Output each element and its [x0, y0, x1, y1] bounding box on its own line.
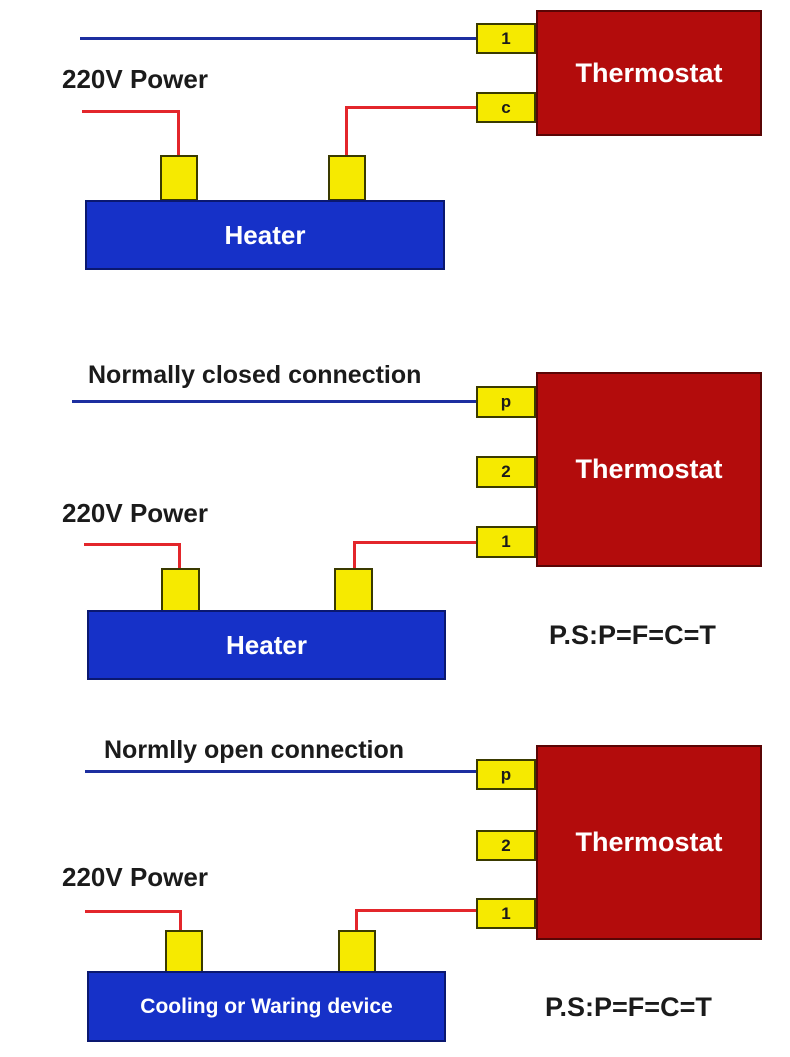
terminal: 2	[476, 830, 536, 861]
terminal: 1	[476, 23, 536, 54]
live-wire	[84, 543, 181, 546]
heater-box: Heater	[87, 610, 446, 680]
diagram-title: Normlly open connection	[104, 736, 405, 764]
terminal: 1	[476, 898, 536, 929]
terminal: p	[476, 759, 536, 790]
heater-terminal-post	[334, 568, 373, 612]
heater-terminal-post	[328, 155, 366, 201]
note: P.S:P=F=C=T	[549, 620, 716, 650]
live-wire	[355, 909, 358, 932]
note: P.S:P=F=C=T	[545, 992, 712, 1022]
terminal: p	[476, 386, 536, 418]
heater-terminal-post	[161, 568, 200, 612]
live-wire	[82, 110, 180, 113]
live-wire	[353, 541, 356, 570]
neutral-wire	[72, 400, 476, 403]
live-wire	[178, 543, 181, 570]
neutral-wire	[80, 37, 476, 40]
terminal: 2	[476, 456, 536, 488]
thermostat-box: Thermostat	[536, 745, 762, 940]
device-terminal-post	[165, 930, 203, 973]
device-terminal-post	[338, 930, 376, 973]
power-label: 220V Power	[62, 862, 208, 892]
diagram-title: Normally closed connection	[88, 361, 422, 389]
thermostat-box: Thermostat	[536, 10, 762, 136]
live-wire	[177, 110, 180, 157]
power-label: 220V Power	[62, 64, 208, 94]
cooling-device-box: Cooling or Waring device	[87, 971, 446, 1042]
heater-terminal-post	[160, 155, 198, 201]
live-wire	[345, 106, 348, 157]
power-label: 220V Power	[62, 498, 208, 528]
live-wire	[179, 910, 182, 932]
terminal: 1	[476, 526, 536, 558]
neutral-wire	[85, 770, 476, 773]
heater-box: Heater	[85, 200, 445, 270]
live-wire	[355, 909, 476, 912]
live-wire	[85, 910, 182, 913]
thermostat-box: Thermostat	[536, 372, 762, 567]
terminal: c	[476, 92, 536, 123]
live-wire	[353, 541, 476, 544]
live-wire	[345, 106, 476, 109]
